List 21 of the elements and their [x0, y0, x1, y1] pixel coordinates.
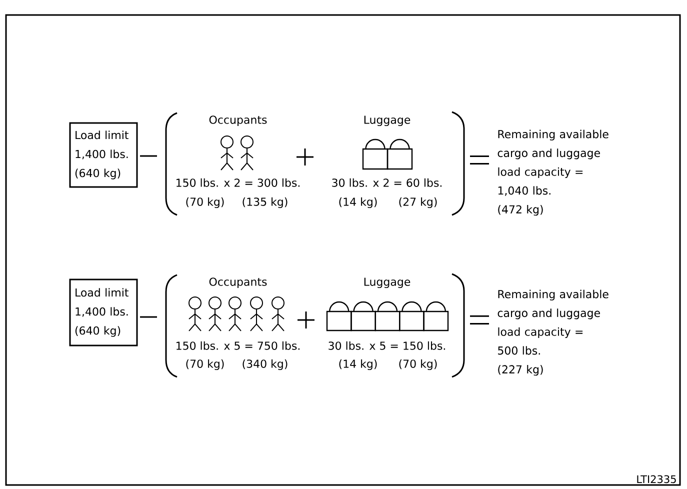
text-box: Load limit 1,400 lbs. (640 kg) [69, 278, 138, 346]
result-text: Remaining available cargo and luggage load capacity = 1,040 lbs. (472 kg) [498, 130, 608, 216]
column-heading: Luggage [364, 116, 410, 126]
column-heading: Occupants [209, 116, 267, 126]
figure-code: LTI2335 [637, 475, 676, 484]
weight-calculation: 150 lbs. x 2 = 300 lbs. [176, 178, 300, 187]
weight-calculation: 30 lbs. x 5 = 150 lbs. [328, 341, 445, 350]
metric-weight: (70 kg) [186, 197, 224, 208]
column-heading: Luggage [364, 278, 410, 288]
metric-weight: (27 kg) [399, 197, 437, 208]
metric-weight: (340 kg) [242, 359, 288, 370]
weight-calculation: 150 lbs. x 5 = 750 lbs. [176, 341, 300, 350]
metric-weight: (14 kg) [339, 197, 377, 208]
metric-weight: (70 kg) [399, 359, 437, 370]
column-heading: Occupants [209, 278, 267, 288]
metric-weight: (135 kg) [242, 197, 288, 208]
weight-calculation: 30 lbs. x 2 = 60 lbs. [332, 178, 442, 187]
text-box: Load limit 1,400 lbs. (640 kg) [69, 122, 138, 188]
metric-weight: (14 kg) [339, 359, 377, 370]
metric-weight: (70 kg) [186, 359, 224, 370]
result-text: Remaining available cargo and luggage load capacity = 500 lbs. (227 kg) [498, 290, 608, 376]
